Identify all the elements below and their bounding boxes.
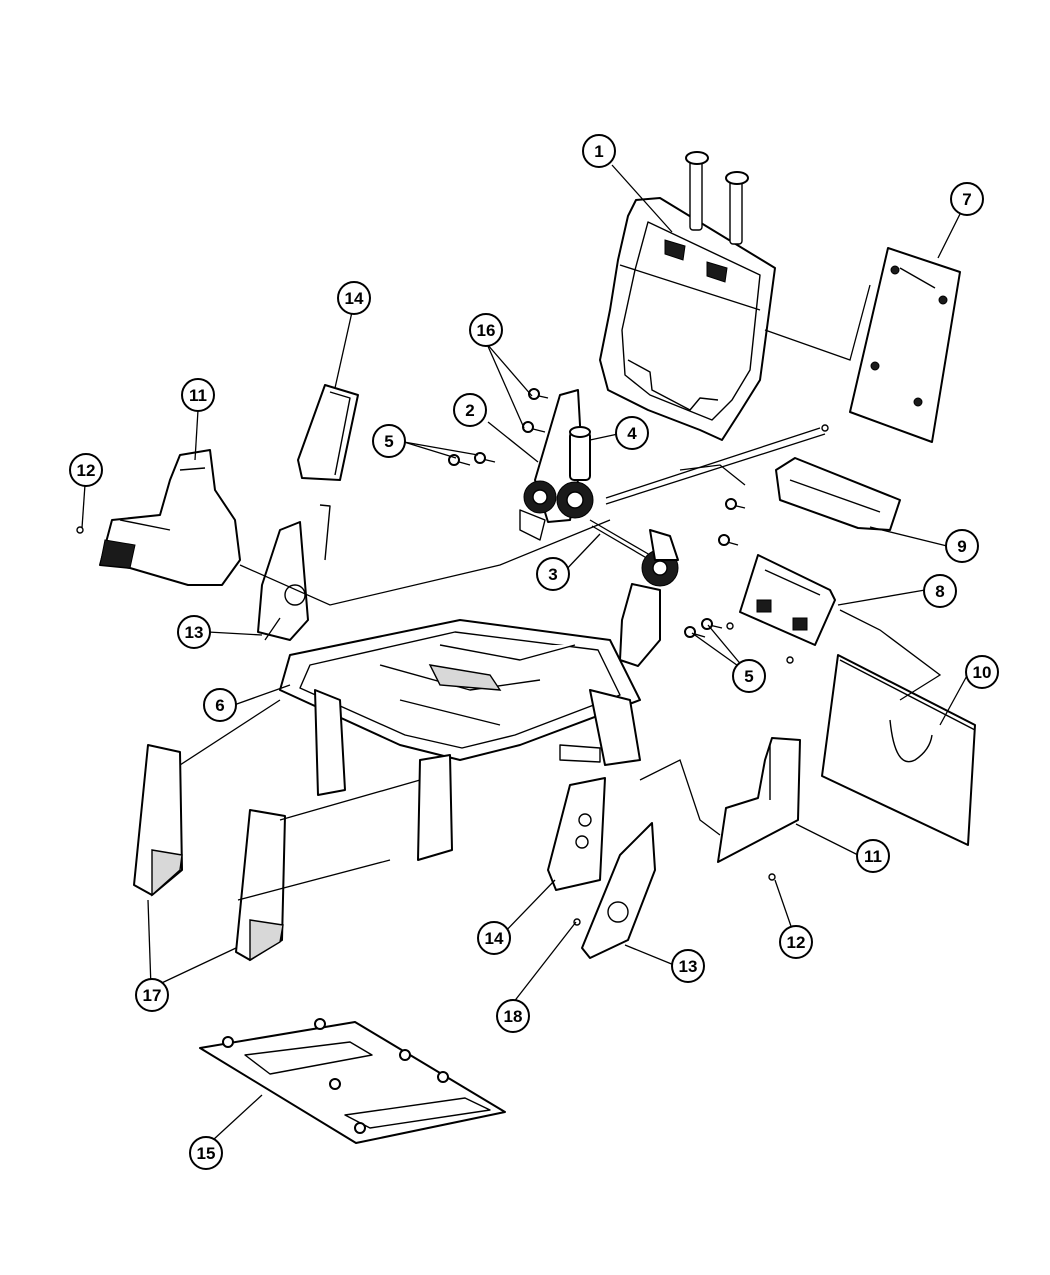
callout-5-right: 5 [732,659,766,693]
callout-5-left: 5 [372,424,406,458]
callout-2: 2 [453,393,487,427]
floor-plate-part [199,1018,506,1144]
callout-7: 7 [950,182,984,216]
callout-label: 13 [679,957,698,976]
callout-10: 10 [965,655,999,689]
callout-14-lower: 14 [477,921,511,955]
callout-1: 1 [582,134,616,168]
rear-cover-panel-part [821,654,976,846]
callout-4: 4 [615,416,649,450]
latch-bracket-part [726,554,836,664]
callout-13-left: 13 [177,615,211,649]
side-trim-cover-right-part [717,737,801,881]
callout-8: 8 [923,574,957,608]
callout-label: 12 [787,933,806,952]
callout-label: 2 [465,401,474,420]
callout-15: 15 [189,1136,223,1170]
screw-left-part [76,526,84,534]
callout-label: 8 [935,582,944,601]
callout-label: 14 [485,929,504,948]
side-bracket-left-part [257,504,331,641]
cross-bracket-part [605,424,901,531]
callout-label: 1 [594,142,603,161]
callout-label: 5 [384,432,393,451]
assembly-guide-lines [179,284,942,901]
callout-12-left: 12 [69,453,103,487]
recliner-mechanism-part [519,389,594,541]
callout-label: 12 [77,461,96,480]
trim-strip-upper-part [297,384,359,481]
callout-16: 16 [469,313,503,347]
side-trim-cover-left-part [99,449,241,586]
callout-6: 6 [203,688,237,722]
bolts-part [448,388,746,638]
callout-17: 17 [135,978,169,1012]
callout-label: 4 [627,424,637,443]
callout-12-right: 12 [779,925,813,959]
trim-strip-lower-part [547,777,606,891]
callout-label: 15 [197,1144,216,1163]
callout-label: 16 [477,321,496,340]
callout-label: 3 [548,565,557,584]
back-panel-part [849,247,961,443]
callout-label: 11 [189,386,207,405]
callout-label: 6 [215,696,224,715]
callout-11-left: 11 [181,378,215,412]
callout-3: 3 [536,557,570,591]
callout-label: 7 [962,190,971,209]
callout-label: 9 [957,537,966,556]
side-bracket-right-part [573,822,656,959]
callout-11-right: 11 [856,839,890,873]
seat-cushion-frame-part [279,619,641,861]
callout-label: 18 [504,1007,523,1026]
recliner-shaft-part [589,519,679,667]
callout-18: 18 [496,999,530,1033]
callout-label: 10 [973,663,992,682]
callout-14-upper: 14 [337,281,371,315]
callout-label: 13 [185,623,204,642]
callout-label: 17 [143,986,162,1005]
leg-covers-part [133,744,286,962]
callout-label: 11 [864,847,882,866]
callout-label: 5 [744,667,753,686]
callout-9: 9 [945,529,979,563]
seatback-frame-part [599,151,776,441]
callout-13-right: 13 [671,949,705,983]
callout-label: 14 [345,289,364,308]
